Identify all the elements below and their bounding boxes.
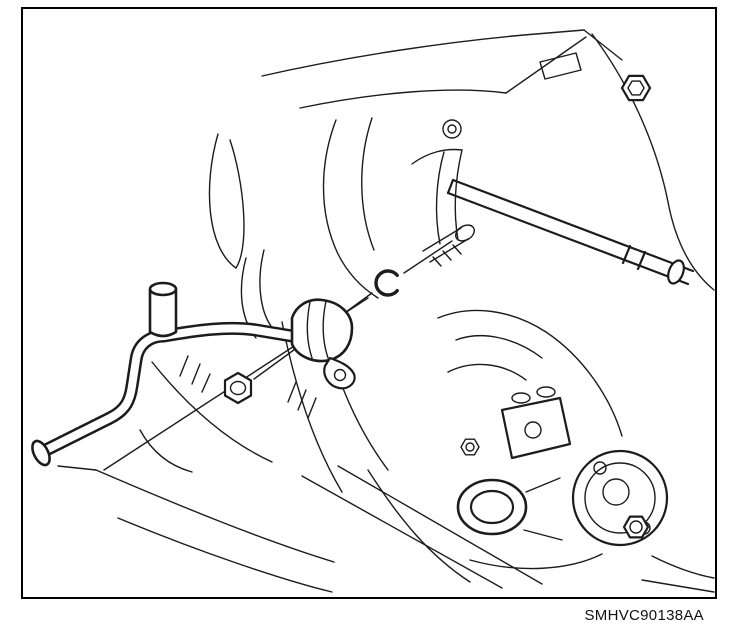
pipe-open-end (31, 439, 51, 467)
hex-bolt-lower (622, 515, 650, 539)
compressor-port-stub (422, 224, 475, 267)
engine-background-lines (103, 29, 715, 493)
hatch-marks (179, 355, 317, 419)
ac-suction-pipe (31, 281, 356, 467)
compressor-boss (456, 478, 528, 536)
figure-border (21, 7, 717, 599)
hex-bolt-bracket (460, 438, 480, 456)
valve-block (500, 386, 572, 460)
o-ring (374, 269, 399, 297)
alignment-centerline (253, 240, 453, 380)
upper-tube-assembly (446, 178, 695, 286)
chassis-lines (57, 429, 715, 593)
flange-bolt-hole (333, 368, 347, 382)
compressor-pulley (571, 449, 669, 547)
pipe-cap-fitting (148, 281, 178, 338)
figure-code-label: SMHVC90138AA (584, 607, 704, 624)
pipe-block-fitting (290, 298, 356, 390)
hex-bolt-top-right (620, 74, 652, 102)
compressor-assembly (437, 309, 669, 570)
fitting-flange (323, 356, 356, 390)
flange-nut (223, 371, 253, 405)
